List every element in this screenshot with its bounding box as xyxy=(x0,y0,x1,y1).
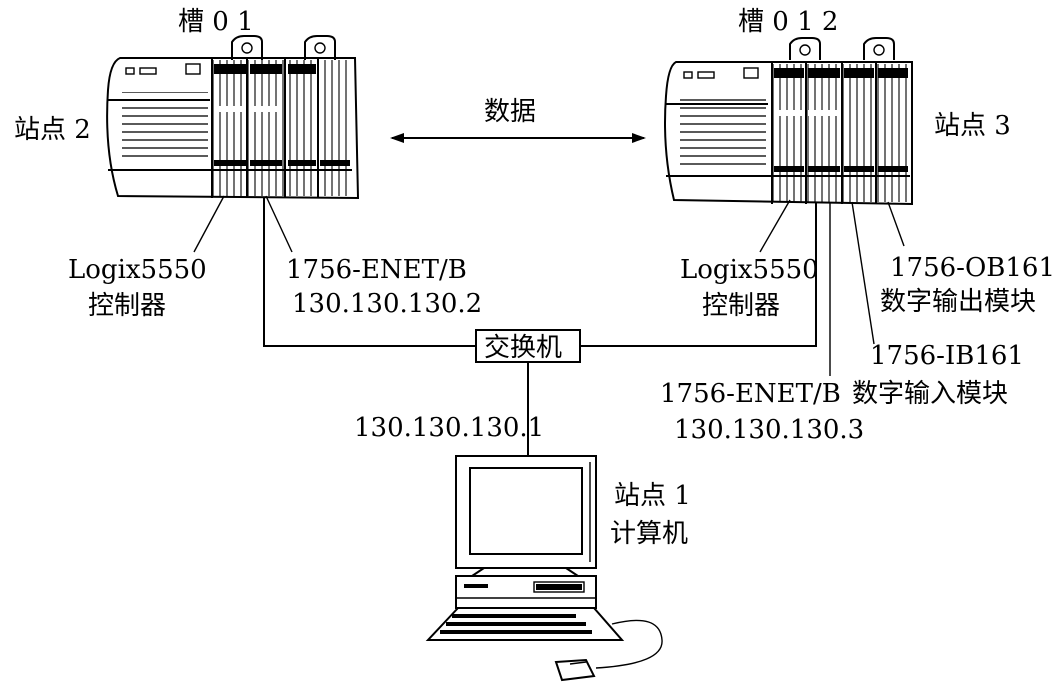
station3-controller-leader xyxy=(759,199,791,253)
system-unit-icon xyxy=(455,575,597,609)
keyboard-icon xyxy=(425,607,625,641)
network-switch: 交换机 xyxy=(475,329,581,363)
station3-modules xyxy=(771,62,910,204)
switch-label: 交换机 xyxy=(484,333,562,363)
station3-controller-model: Logix5550 xyxy=(680,255,819,285)
monitor-icon xyxy=(455,455,597,577)
station2-enet-model: 1756-ENET/B xyxy=(286,255,467,285)
station3-output-type: 数字输出模块 xyxy=(880,287,1036,317)
station3-name: 站点 3 xyxy=(934,111,1011,141)
station2-mount-tabs xyxy=(231,35,336,60)
cable-station3 xyxy=(580,202,817,347)
cable-station2 xyxy=(263,198,476,347)
network-cables xyxy=(263,198,831,456)
station3-input-model: 1756-IB161 xyxy=(870,341,1024,371)
mouse-icon xyxy=(554,619,663,682)
data-link: 数据 xyxy=(390,97,646,143)
station3-input-type: 数字输入模块 xyxy=(852,379,1008,409)
station2-slot-header: 槽 0 1 xyxy=(178,7,254,37)
station1-computer: 130.130.130.1 站点 1 计 xyxy=(354,413,691,682)
station3-controller-type: 控制器 xyxy=(702,291,780,321)
station2-enet-leader xyxy=(265,195,293,253)
station3-input-leader xyxy=(851,201,875,345)
station3-slot-header: 槽 0 1 2 xyxy=(738,7,838,37)
station2-controller-leader xyxy=(193,195,225,253)
station2-enet-ip: 130.130.130.2 xyxy=(292,289,482,319)
station3-enet-ip: 130.130.130.3 xyxy=(674,415,864,445)
station3-mount-tabs xyxy=(789,37,895,60)
data-link-label: 数据 xyxy=(484,97,536,127)
station2-name: 站点 2 xyxy=(14,115,91,145)
station3-output-model: 1756-OB161 xyxy=(890,253,1055,283)
station1-name: 站点 1 xyxy=(614,481,691,511)
station2-rack: 槽 0 1 xyxy=(14,7,482,321)
station3-output-leader xyxy=(887,201,905,247)
station2-controller-type: 控制器 xyxy=(88,291,166,321)
station3-enet-model: 1756-ENET/B xyxy=(660,379,841,409)
station2-modules xyxy=(211,58,352,198)
station2-controller-model: Logix5550 xyxy=(68,255,207,285)
station1-device: 计算机 xyxy=(610,519,688,549)
station3-rack: 槽 0 1 2 xyxy=(660,7,1055,445)
station1-ip: 130.130.130.1 xyxy=(354,413,544,443)
